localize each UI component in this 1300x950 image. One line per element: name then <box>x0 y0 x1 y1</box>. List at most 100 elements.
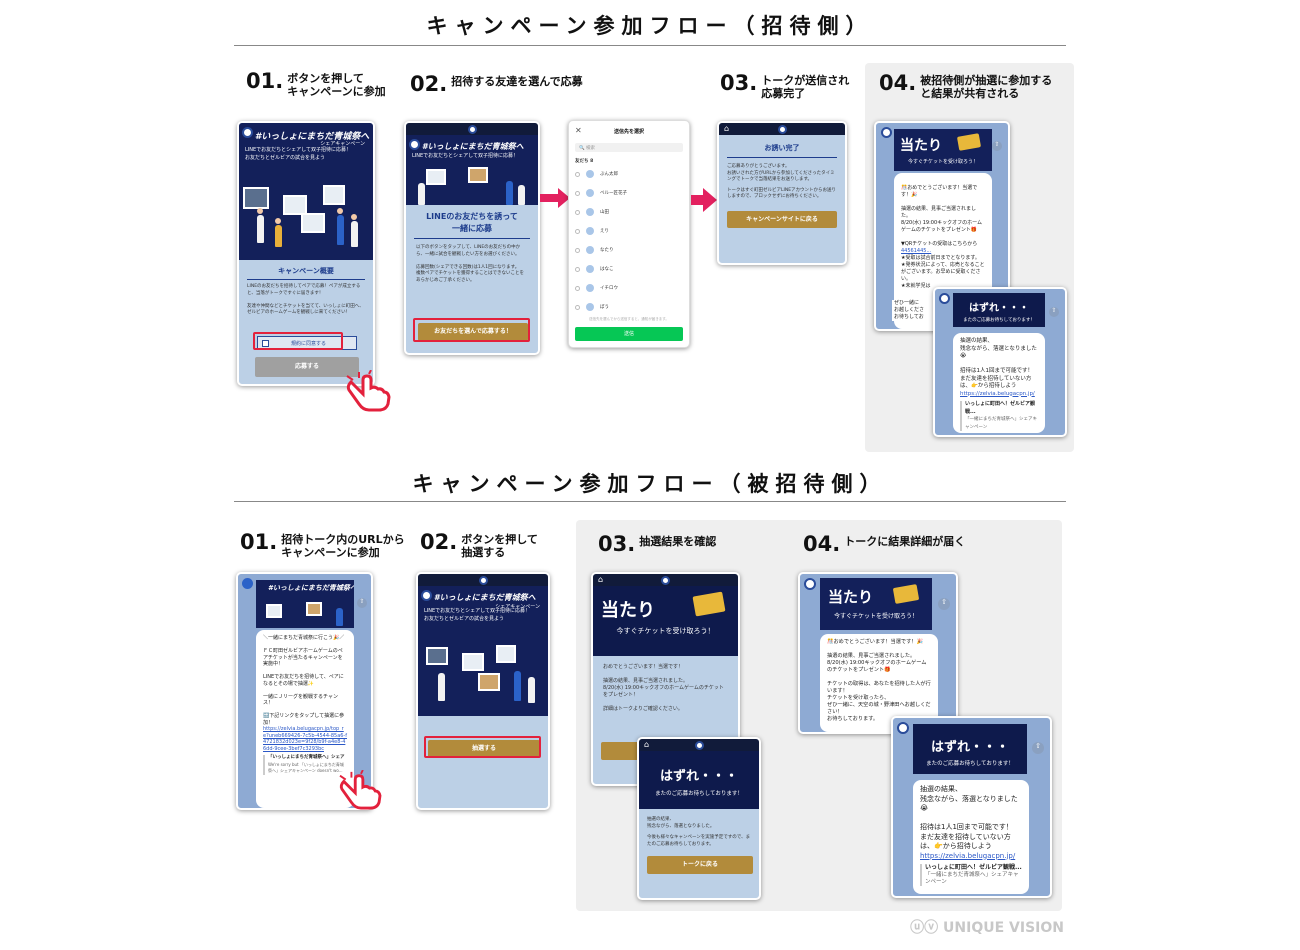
checkbox[interactable] <box>262 339 269 347</box>
arrow-right-icon <box>691 188 717 212</box>
share-icon[interactable]: ⇧ <box>1032 742 1044 754</box>
share-icon[interactable]: ⇧ <box>1049 307 1059 317</box>
contact-row[interactable]: なたり <box>575 244 683 256</box>
avatar <box>586 208 594 216</box>
home-icon[interactable]: ⌂ <box>598 575 604 584</box>
banner-title: #いっしょにまちだ青城祭へ <box>434 593 536 602</box>
club-avatar <box>804 578 816 590</box>
avatar <box>586 303 594 311</box>
navbar: ⌂ <box>593 574 738 586</box>
contact-row[interactable]: ぶん太郎 <box>575 168 683 180</box>
picker-title: 送信先を選択 <box>613 129 644 135</box>
avatar <box>586 170 594 178</box>
inviter-rule <box>234 45 1066 46</box>
club-logo-icon <box>467 124 477 134</box>
club-logo-icon <box>661 575 670 585</box>
banner-sub: シェアキャンペーン <box>320 141 365 147</box>
link-card-sub: We're sorry but 「いっしょにまちだ青城祭へ」シェアキャンペーン … <box>268 761 344 774</box>
contact-row[interactable]: 山田 <box>575 206 683 218</box>
home-icon[interactable]: ⌂ <box>724 124 730 133</box>
win-card: 当たり 今すぐチケットを受け取ろう！ <box>894 129 992 171</box>
banner-line-1: LINEでお友だちとシェアして双子招待に応募！ <box>424 608 531 614</box>
share-icon[interactable]: ⇧ <box>938 598 950 610</box>
navbar <box>418 574 548 586</box>
contact-row[interactable]: はなこ <box>575 263 683 275</box>
banner-line-2: お友だちとゼルビアの試合を見よう <box>424 616 505 622</box>
inviter-screen-campaign: #いっしょにまちだ青城祭へ シェアキャンペーン LINEでお友だちとシェアして双… <box>237 121 375 386</box>
picker-search-input[interactable]: 🔍 検索 <box>575 143 683 152</box>
campaign-link[interactable]: https://zelvia.belugacpn.jp/ <box>920 851 1016 860</box>
step-number: 01. <box>246 69 284 93</box>
lose-sub: またのご応募お待ちしております！ <box>926 761 1014 767</box>
send-button[interactable]: 送信 <box>575 327 683 341</box>
contact-row[interactable]: えり <box>575 225 683 237</box>
banner-illustration <box>406 166 538 206</box>
invitee-step-2: 02. ボタンを押して 抽選する <box>420 531 538 559</box>
draw-button[interactable]: 抽選する <box>428 740 540 758</box>
step-number: 01. <box>240 530 278 554</box>
win-word: 当たり <box>601 600 655 621</box>
banner-sub: シェアキャンペーン <box>495 604 540 610</box>
search-placeholder: 検索 <box>586 146 596 151</box>
brand-mark-icon: ⓤⓥ <box>910 920 939 936</box>
navbar <box>406 123 538 135</box>
contact-row[interactable]: ぼう <box>575 301 683 313</box>
link-card-title[interactable]: いっしょに町田へ！ゼルビア観戦... <box>965 401 1036 415</box>
lose-message: 抽選の結果、 残念ながら、落選となりました😭 招待は1人1回まで可能です！ まだ… <box>960 338 1037 389</box>
contact-name: ぶん太郎 <box>600 172 618 177</box>
campaign-link[interactable]: https://zelvia.belugacpn.jp/ <box>960 390 1035 397</box>
link-card-sub: 「一緒にまちだ青城祭へ」シェアキャンペーン <box>965 417 1037 430</box>
lose-card: はずれ・・・ またのご応募お待ちしております！ <box>639 751 759 809</box>
home-icon[interactable]: ⌂ <box>644 740 650 749</box>
friend-picker-screen: ✕ 送信先を選択 🔍 検索 友だち 8 ぶん太郎 ベルー匠花子 山田 えり なた… <box>568 120 690 348</box>
complete-heading: お誘い完了 <box>764 144 800 152</box>
win-message-tail: ★受取は試合前日までとなります。 ★発券状況によって、応売となることがございます… <box>901 255 985 289</box>
share-icon[interactable]: ⇧ <box>992 141 1002 151</box>
link-card-title[interactable]: いっしょに町田へ！ゼルビア観戦... <box>925 864 1022 871</box>
invite-message-bubble: ＼一緒にまちだ青城祭に行こう🎉／ ＦＣ町田ゼルビアホームゲームのペアチケットが当… <box>256 630 354 808</box>
brand-logo: ⓤⓥ UNIQUE VISION <box>910 917 1064 937</box>
invite-heading-2: 一緒に応募 <box>452 224 492 233</box>
win-word: 当たり <box>900 138 942 154</box>
avatar <box>586 284 594 292</box>
club-logo-icon <box>421 590 432 601</box>
contact-name: なたり <box>600 248 614 253</box>
campaign-url-link[interactable]: https://zelvia.belugacpn.jp/top_re?uneb6… <box>263 726 347 752</box>
win-sub: 今すぐチケットを受け取ろう！ <box>907 159 978 165</box>
invitee-talk-invite: #いっしょにまちだ青城祭へ ⇧ ＼一緒にまちだ青城祭に行こう🎉／ ＦＣ町田ゼルビ… <box>236 572 373 810</box>
campaign-banner: #いっしょにまちだ青城祭へ LINEでお友だちとシェアして双子招待に応募！ <box>406 135 538 205</box>
link-card-sub: 「一緒にまちだ青城祭へ」シェアキャンペーン <box>925 872 1019 885</box>
choose-friends-button[interactable]: お友だちを選んで応募する！ <box>418 323 528 341</box>
highlight-choose <box>413 318 530 342</box>
step-number: 03. <box>598 532 636 556</box>
link-card-title[interactable]: 「いっしょにまちだ青城祭へ」シェア <box>268 755 345 760</box>
inviter-title: キャンペーン参加フロー（招待側） <box>426 14 874 38</box>
avatar <box>586 189 594 197</box>
highlight-agree <box>253 332 343 350</box>
back-to-campaign-button[interactable]: キャンペーンサイトに戻る <box>727 211 837 228</box>
back-to-talk-button[interactable]: トークに戻る <box>647 856 753 874</box>
close-icon[interactable]: ✕ <box>575 126 582 135</box>
invitee-talk-lose: はずれ・・・ またのご応募お待ちしております！ ⇧ 抽選の結果、 残念ながら、落… <box>891 716 1052 898</box>
step-number: 02. <box>410 72 448 96</box>
invitee-step-1: 01. 招待トーク内のURLから キャンペーンに参加 <box>240 531 405 559</box>
invitee-screen-draw: #いっしょにまちだ青城祭へ シェアキャンペーン LINEでお友だちとシェアして双… <box>416 572 550 810</box>
campaign-banner: #いっしょにまちだ青城祭へ シェアキャンペーン LINEでお友だちとシェアして双… <box>418 586 548 716</box>
invitee-rule <box>234 501 1066 502</box>
lose-message-bubble: 抽選の結果、 残念ながら、落選となりました😭 招待は1人1回まで可能です！ まだ… <box>913 780 1029 894</box>
avatar <box>586 265 594 273</box>
agree-label: 規約に同意する <box>291 340 327 347</box>
picker-note: 送信先を選んでから送信すると、通知が届きます。 <box>589 317 669 321</box>
contact-row[interactable]: イチロウ <box>575 282 683 294</box>
apply-button[interactable]: 応募する <box>255 357 359 377</box>
lose-card: はずれ・・・ またのご応募お待ちしております！ <box>913 724 1027 774</box>
tap-hand-icon <box>346 370 391 412</box>
step-text: トークに結果詳細が届く <box>844 535 966 548</box>
win-message-tail-2: ぜひ一緒に お越しくださ お待ちしてお <box>892 300 934 321</box>
step-text: 被招待側が抽選に参加する と結果が共有される <box>920 74 1053 100</box>
qr-link[interactable]: 44561445... <box>901 248 932 254</box>
contact-row[interactable]: ベルー匠花子 <box>575 187 683 199</box>
share-icon[interactable]: ⇧ <box>357 598 367 608</box>
contact-name: ぼう <box>600 305 609 310</box>
step-text: ボタンを押して 抽選する <box>461 533 538 559</box>
